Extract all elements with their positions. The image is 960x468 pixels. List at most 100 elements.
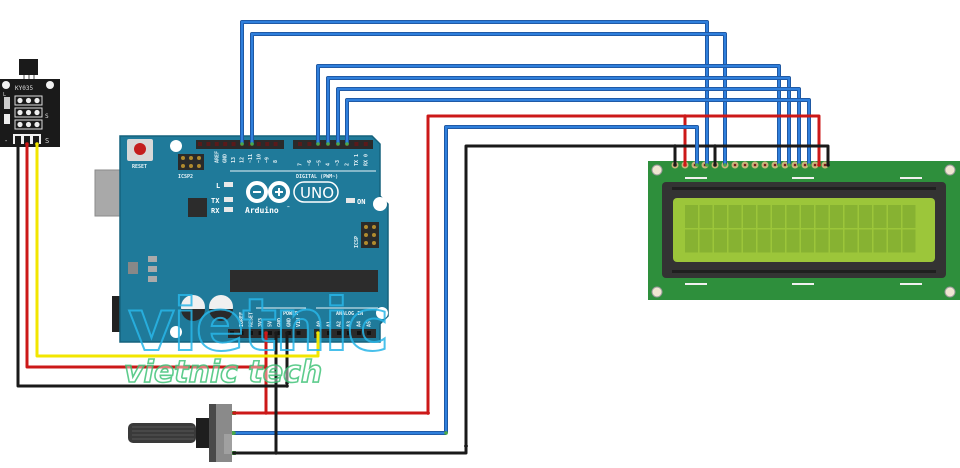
lcd-mount-hole (944, 164, 956, 176)
analog-pin-hole (357, 331, 361, 335)
wire-d4-lcd-d5-edge (326, 76, 791, 165)
lcd-character-cell (902, 205, 916, 228)
icsp2-label: ICSP2 (178, 174, 193, 180)
digital-pin-label: ~11 (248, 154, 254, 163)
digital-pin-label: ~5 (316, 160, 322, 166)
lcd-pin-hole (823, 163, 827, 167)
icsp2-header (178, 154, 204, 170)
wire-endpoint (705, 163, 709, 167)
mount-hole (170, 326, 182, 338)
power-pin-hole (268, 331, 272, 335)
wire-d12-lcd-rs (240, 20, 709, 165)
power-pin-hole (258, 331, 263, 335)
lcd-character-cell (772, 205, 785, 228)
lcd-pin-hole (813, 163, 817, 167)
power-pin-label: 5V (268, 321, 274, 327)
power-pin-hole (249, 331, 253, 335)
uno-badge (293, 181, 339, 203)
wire-endpoint (797, 163, 801, 167)
digital-pin-hole (354, 142, 359, 146)
lcd-character-cell (888, 205, 901, 228)
wire-endpoint (285, 381, 289, 385)
lcd-character-cell (801, 205, 814, 228)
wire-endpoint (316, 142, 320, 146)
lcd-character-cell (786, 205, 800, 228)
wire-endpoint (713, 144, 717, 148)
lcd-mount-hole (651, 164, 663, 176)
lcd-character-cells (685, 205, 916, 253)
lcd-character-cell (815, 205, 829, 228)
wire-endpoint (444, 431, 448, 435)
sensor-pad-row (14, 95, 43, 106)
wire-pot-gnd (234, 446, 468, 455)
led-rx-label: RX (211, 207, 220, 215)
lcd-character-cell (757, 205, 771, 228)
sensor-mount-hole (46, 81, 54, 89)
digital-pin-hole (273, 142, 278, 146)
led-l-label: L (216, 182, 220, 190)
mount-hole (170, 140, 182, 152)
lcd-character-cell (743, 229, 756, 253)
digital-label: DIGITAL (PWM~) (296, 174, 338, 180)
arduino-brand-label: Arduino (245, 205, 279, 215)
watermark-secondary: vietnic tech (124, 355, 322, 390)
sensor-pad (34, 109, 40, 116)
lcd-pin-hole (753, 163, 757, 167)
lcd-mount-hole (944, 286, 956, 298)
wire-endpoint (817, 163, 821, 167)
arduino-logo: UNO Arduino ™ (245, 181, 339, 215)
digital-pin-label: ~10 (256, 154, 262, 163)
lcd-character-cell (815, 229, 829, 253)
wire-endpoint (326, 142, 330, 146)
digital-pin-hole (198, 142, 202, 146)
lcd-character-cell (685, 229, 698, 253)
regulator-pad (148, 256, 157, 262)
mount-hole (373, 197, 387, 211)
lcd-character-cell (757, 229, 771, 253)
sensor-pad (34, 121, 40, 128)
pot-shaft (128, 423, 196, 443)
wire-gnd-lcd-k (464, 144, 830, 446)
watermark: vietnic vietnic tech (123, 282, 390, 391)
analog-pin-label: A1 (327, 321, 333, 327)
sensor-led (4, 114, 10, 124)
sensor-pin-label-minus: - (4, 137, 8, 145)
lcd-character-cell (699, 205, 713, 228)
lcd-pin-hole (803, 163, 807, 167)
analog-label: ANALOG IN (336, 311, 363, 317)
digital-pin-hole (298, 142, 302, 146)
icsp-label: ICSP (354, 236, 360, 248)
lcd-character-cell (699, 229, 713, 253)
reset-button-cap[interactable] (134, 143, 146, 155)
wire-endpoint (250, 142, 254, 146)
sensor-pad (17, 97, 23, 104)
wire-d2-lcd-d7 (345, 98, 811, 165)
wire-endpoint (673, 163, 677, 167)
analog-pin-label: A5 (367, 321, 373, 327)
capacitor (209, 295, 233, 321)
digital-pin-hole (223, 142, 228, 146)
digital-pin-hole (231, 142, 236, 146)
wire-endpoint (723, 163, 727, 167)
usb-chip (188, 198, 207, 217)
wire-endpoint (240, 142, 244, 146)
wire-d2-lcd-d7-edge (345, 98, 811, 165)
analog-pin-label: A0 (317, 321, 323, 327)
digital-pin-hole (206, 142, 211, 146)
wire-endpoint (232, 451, 236, 455)
power-pin-hole (287, 331, 291, 335)
wire-d3-lcd-d6 (336, 87, 801, 165)
power-pin-label: RESET (249, 312, 255, 327)
power-pin-label: GND (277, 318, 283, 327)
sensor-pad (17, 109, 23, 116)
analog-pin-hole (327, 331, 331, 335)
led-on (346, 198, 355, 203)
on-label: ON (357, 198, 365, 206)
power-pin-hole (296, 331, 301, 335)
lcd-character-cell (685, 205, 698, 228)
digital-pin-hole (265, 142, 270, 146)
wire-endpoint (807, 163, 811, 167)
wire-endpoint (232, 411, 236, 415)
regulator-pad (148, 266, 157, 272)
